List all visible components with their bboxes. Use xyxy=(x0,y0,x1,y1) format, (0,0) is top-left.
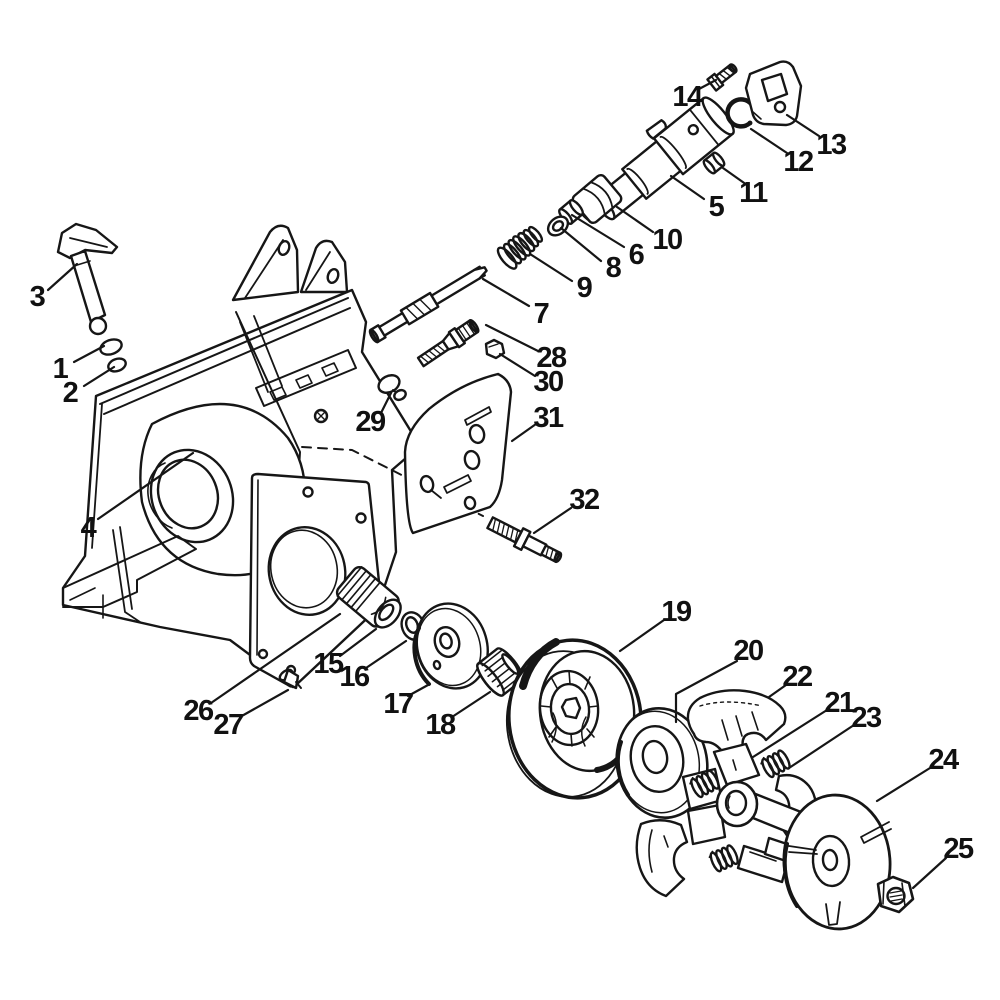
part-label-22: 22 xyxy=(782,661,812,693)
part-15-worm-drawing xyxy=(335,565,402,629)
part-14-screw-drawing xyxy=(706,63,738,92)
part-label-2: 2 xyxy=(63,377,78,409)
part-29-plug-drawing xyxy=(377,374,407,402)
part-9-spring-drawing xyxy=(496,225,544,270)
part-label-13: 13 xyxy=(816,129,847,161)
part-label-8: 8 xyxy=(606,252,622,284)
part-27-screw-drawing xyxy=(278,668,302,690)
part-label-31: 31 xyxy=(533,402,564,434)
part-label-25: 25 xyxy=(943,833,974,865)
pump-shaft-clip-drawing xyxy=(645,119,667,140)
part-label-29: 29 xyxy=(355,406,386,438)
part-label-26: 26 xyxy=(183,695,214,727)
part-label-4: 4 xyxy=(81,512,97,544)
part-3-lever-drawing xyxy=(56,222,119,336)
part-31-guide-plate-drawing xyxy=(403,372,513,535)
part-label-18: 18 xyxy=(425,709,456,741)
part-23-springs-drawing xyxy=(689,749,791,873)
part-label-14: 14 xyxy=(672,81,703,113)
part-label-9: 9 xyxy=(577,272,593,304)
part-1-washer-drawing xyxy=(99,338,123,356)
part-11-nut-drawing xyxy=(702,151,726,175)
part-label-15: 15 xyxy=(313,648,344,680)
part-label-24: 24 xyxy=(928,744,959,776)
part-label-5: 5 xyxy=(709,191,725,223)
part-label-16: 16 xyxy=(339,661,370,693)
part-label-23: 23 xyxy=(851,702,882,734)
leader-lines xyxy=(46,78,948,890)
part-labels: 1 2 3 4 5 6 7 8 9 10 11 12 13 14 15 16 1… xyxy=(30,81,976,865)
part-13-bracket-drawing xyxy=(744,60,803,127)
part-2-washer-drawing xyxy=(107,357,127,373)
part-label-27: 27 xyxy=(213,709,243,741)
part-25-hex-nut-drawing xyxy=(876,875,915,914)
part-7-rod-drawing xyxy=(368,265,488,344)
part-label-17: 17 xyxy=(383,688,413,720)
part-label-20: 20 xyxy=(733,635,763,667)
part-17-washer-drawing xyxy=(412,602,489,690)
part-28-screw-drawing xyxy=(416,319,480,368)
part-label-1: 1 xyxy=(53,353,69,385)
part-label-30: 30 xyxy=(533,366,563,398)
part-18-needle-bearing-drawing xyxy=(476,647,524,697)
part-label-32: 32 xyxy=(569,484,599,516)
part-label-11: 11 xyxy=(739,177,768,209)
part-label-10: 10 xyxy=(652,224,682,256)
part-24-cover-disc-drawing xyxy=(782,793,892,931)
part-20-washer-drawing xyxy=(615,706,709,820)
part-label-6: 6 xyxy=(629,239,645,271)
part-label-19: 19 xyxy=(661,596,692,628)
part-label-12: 12 xyxy=(783,146,813,178)
part-32-stud-drawing xyxy=(486,516,563,564)
part-label-7: 7 xyxy=(534,298,549,330)
part-label-3: 3 xyxy=(30,281,46,313)
part-label-28: 28 xyxy=(536,342,567,374)
cover-plate-drawing xyxy=(248,472,383,688)
part-label-21: 21 xyxy=(824,687,855,719)
